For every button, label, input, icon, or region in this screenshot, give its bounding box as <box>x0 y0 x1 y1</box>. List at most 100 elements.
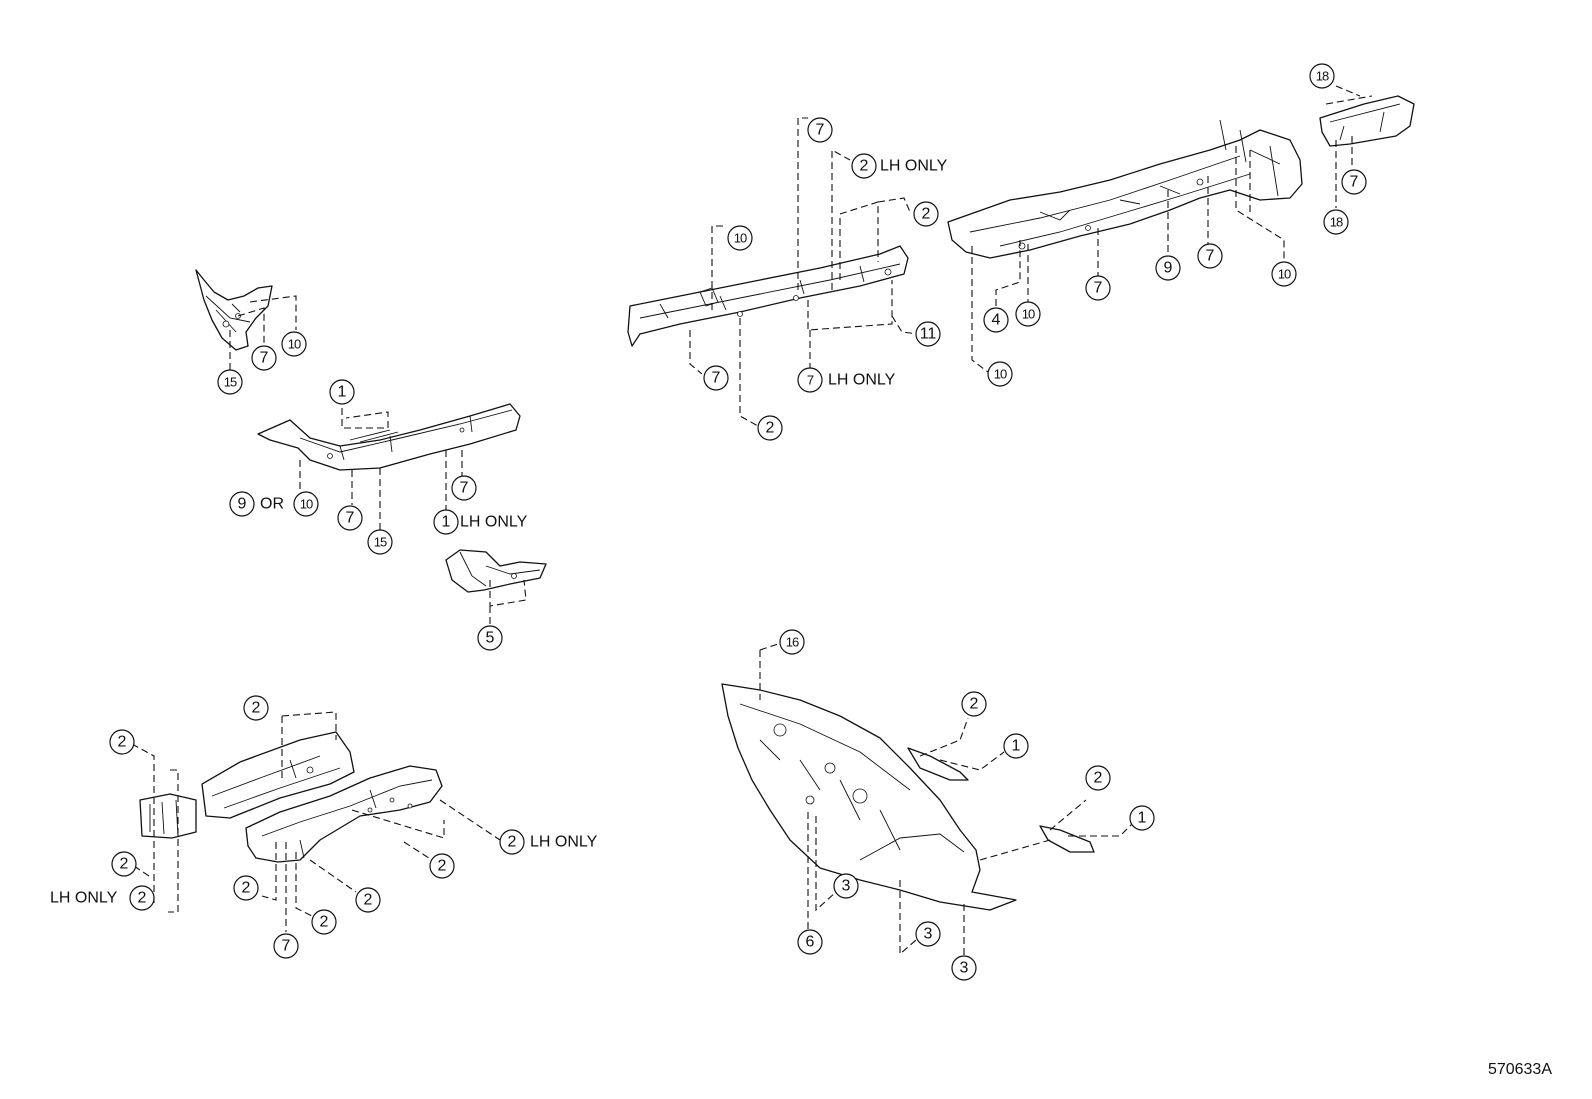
svg-text:7: 7 <box>816 122 825 139</box>
leader-lines <box>131 85 1373 958</box>
callout-2: 2 <box>109 729 135 755</box>
callout-7: 7 <box>1341 169 1367 195</box>
callout-10: 10 <box>293 491 319 517</box>
callout-18: 18 <box>1323 209 1349 235</box>
svg-text:3: 3 <box>924 926 933 943</box>
callout-2: 11 <box>915 321 941 347</box>
svg-text:10: 10 <box>288 337 301 352</box>
svg-text:4: 4 <box>992 312 1001 329</box>
svg-text:2: 2 <box>242 880 251 897</box>
svg-text:1: 1 <box>1012 738 1021 755</box>
svg-text:7: 7 <box>260 350 269 367</box>
svg-text:7: 7 <box>1206 248 1215 265</box>
lh-only-label: LH ONLY <box>530 834 598 851</box>
lh-only-label: LH ONLY <box>880 158 948 175</box>
callout-2: 2 <box>129 885 155 911</box>
svg-text:7: 7 <box>807 373 814 388</box>
callout-18: 18 <box>1309 63 1335 89</box>
callout-2: 2 <box>111 851 137 877</box>
callout-1: 1 <box>1003 733 1029 759</box>
svg-text:15: 15 <box>374 535 387 550</box>
callout-10: 10 <box>281 331 307 357</box>
callout-7: 7 <box>251 345 277 371</box>
svg-text:15: 15 <box>224 375 237 390</box>
callout-2: 2 <box>311 909 337 935</box>
rear-floor-side-member <box>947 119 1303 259</box>
svg-text:18: 18 <box>1316 69 1329 84</box>
callout-10: 10 <box>727 225 753 251</box>
callout-10: 10 <box>1271 261 1297 287</box>
callout-16: 16 <box>779 629 805 655</box>
bracket-part-18 <box>1319 95 1415 147</box>
svg-text:1: 1 <box>442 514 451 531</box>
svg-text:5: 5 <box>486 630 495 647</box>
svg-text:2: 2 <box>860 158 869 175</box>
callout-2: 2 <box>851 153 877 179</box>
svg-text:3: 3 <box>842 878 851 895</box>
callout-1: 1 <box>433 509 459 535</box>
svg-text:2: 2 <box>364 892 373 909</box>
svg-text:1: 1 <box>338 384 347 401</box>
callout-5: 5 <box>477 625 503 651</box>
svg-text:2: 2 <box>320 914 329 931</box>
callout-7: 7 <box>1197 243 1223 269</box>
callout-15: 15 <box>217 369 243 395</box>
callout-4: 4 <box>983 307 1009 333</box>
svg-text:2: 2 <box>120 856 129 873</box>
svg-text:2: 2 <box>438 858 447 875</box>
rocker-panel-inner <box>627 245 909 347</box>
svg-text:7: 7 <box>346 510 355 527</box>
callout-7: 7 <box>451 475 477 501</box>
svg-text:2: 2 <box>118 734 127 751</box>
callout-2: 2 <box>429 853 455 879</box>
bracket-part-5 <box>445 549 547 593</box>
svg-text:9: 9 <box>1164 260 1173 277</box>
callout-2: 7 <box>703 365 729 391</box>
svg-text:2: 2 <box>508 834 517 851</box>
callout-3: 3 <box>951 955 977 981</box>
callout-2: 2 <box>243 695 269 721</box>
svg-text:10: 10 <box>994 367 1007 382</box>
callout-1: 1 <box>1129 805 1155 831</box>
callout-7: 7 <box>1085 275 1111 301</box>
callout-3: 3 <box>915 921 941 947</box>
callout-2: 2 <box>233 875 259 901</box>
svg-text:2: 2 <box>138 890 147 907</box>
svg-text:7: 7 <box>1350 174 1359 191</box>
callout-7: 7 <box>337 505 363 531</box>
bracket-upper-left <box>195 269 273 351</box>
svg-text:10: 10 <box>1022 307 1035 322</box>
svg-text:18: 18 <box>1330 215 1343 230</box>
callout-10: 10 <box>987 361 1013 387</box>
svg-text:2: 2 <box>970 696 979 713</box>
dash-panel <box>721 683 1095 911</box>
callout-2: 2 <box>499 829 525 855</box>
or-label: OR <box>260 496 284 513</box>
svg-text:10: 10 <box>1278 267 1291 282</box>
callout-2: 2 <box>961 691 987 717</box>
front-side-member-extension <box>257 403 521 471</box>
callout-2: 2 <box>913 201 939 227</box>
figure-code: 570633A <box>1487 1061 1552 1078</box>
svg-text:1: 1 <box>1138 810 1147 827</box>
callout-7: 7 <box>273 933 299 959</box>
svg-text:2: 2 <box>766 420 775 437</box>
callout-7: 7 <box>807 117 833 143</box>
callout-9: 9 <box>1155 255 1181 281</box>
lh-only-label: LH ONLY <box>828 372 896 389</box>
svg-text:7: 7 <box>1094 280 1103 297</box>
svg-text:10: 10 <box>300 497 313 512</box>
svg-text:10: 10 <box>734 231 747 246</box>
svg-text:2: 2 <box>922 206 931 223</box>
callout-2: 2 <box>355 887 381 913</box>
svg-text:2: 2 <box>1094 770 1103 787</box>
callout-1: 1 <box>329 379 355 405</box>
svg-text:16: 16 <box>786 635 799 650</box>
svg-text:7: 7 <box>712 370 721 387</box>
lh-only-label: LH ONLY <box>460 514 528 531</box>
callout-11: 7 <box>797 367 823 393</box>
svg-text:2: 2 <box>252 700 261 717</box>
callout-7: 2 <box>757 415 783 441</box>
front-side-member-assembly <box>139 731 443 863</box>
